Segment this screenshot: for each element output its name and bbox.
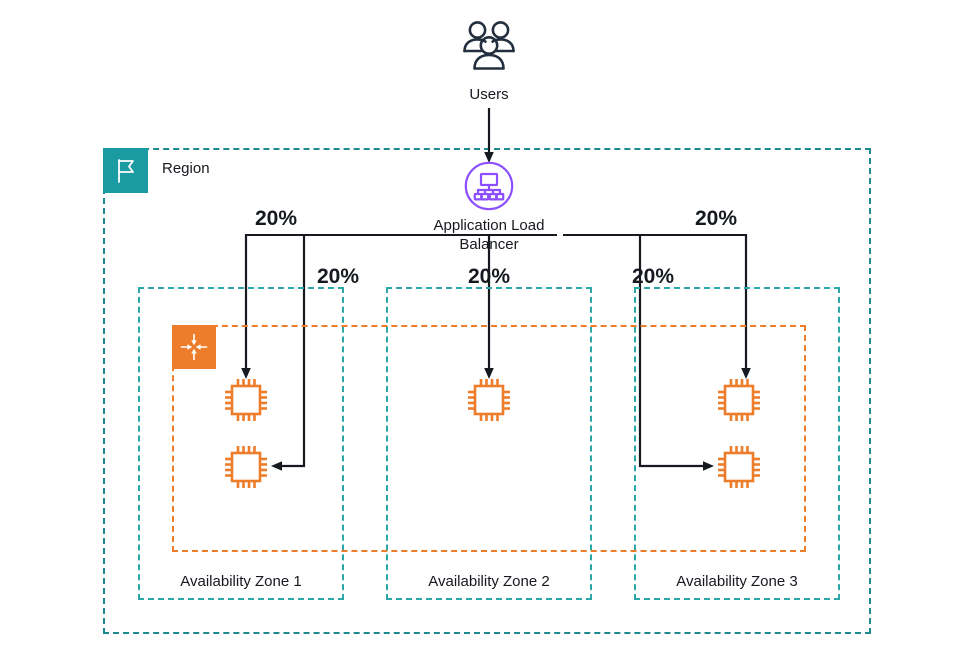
arrow-to-az2-instance-1 xyxy=(483,234,497,380)
region-boundary xyxy=(103,148,871,634)
traffic-label-az1-upper: 20% xyxy=(254,207,298,230)
availability-zone-2-label: Availability Zone 2 xyxy=(428,573,550,590)
availability-zone-3-boundary xyxy=(634,287,840,600)
ec2-instance-icon xyxy=(221,442,271,492)
application-load-balancer-label: Application Load Balancer xyxy=(433,217,545,253)
ec2-instance-icon xyxy=(714,375,764,425)
availability-zone-2-boundary xyxy=(386,287,592,600)
ec2-instance-icon xyxy=(714,442,764,492)
users-label: Users xyxy=(469,86,509,103)
traffic-label-az2: 20% xyxy=(467,265,511,288)
auto-scaling-group-boundary xyxy=(172,325,806,552)
availability-zone-1-label: Availability Zone 1 xyxy=(180,573,302,590)
traffic-label-az3-upper: 20% xyxy=(694,207,738,230)
arrow-to-az3-instance-1 xyxy=(740,234,754,380)
region-label: Region xyxy=(162,160,210,177)
arrow-to-az3-instance-2 xyxy=(634,234,718,472)
trunk-line-left xyxy=(246,234,557,236)
arrow-to-az1-instance-1 xyxy=(240,234,254,380)
trunk-line-right xyxy=(563,234,747,236)
arrow-users-to-alb xyxy=(482,108,496,164)
auto-scaling-group-icon xyxy=(172,325,216,369)
traffic-label-az3-lower: 20% xyxy=(631,265,675,288)
availability-zone-3-label: Availability Zone 3 xyxy=(676,573,798,590)
availability-zone-1-boundary xyxy=(138,287,344,600)
traffic-label-az1-lower: 20% xyxy=(316,265,360,288)
ec2-instance-icon xyxy=(221,375,271,425)
application-load-balancer-icon xyxy=(464,161,514,211)
ec2-instance-icon xyxy=(464,375,514,425)
region-flag-icon xyxy=(103,148,148,193)
users-icon xyxy=(459,18,519,74)
arrow-to-az1-instance-2 xyxy=(268,234,310,472)
